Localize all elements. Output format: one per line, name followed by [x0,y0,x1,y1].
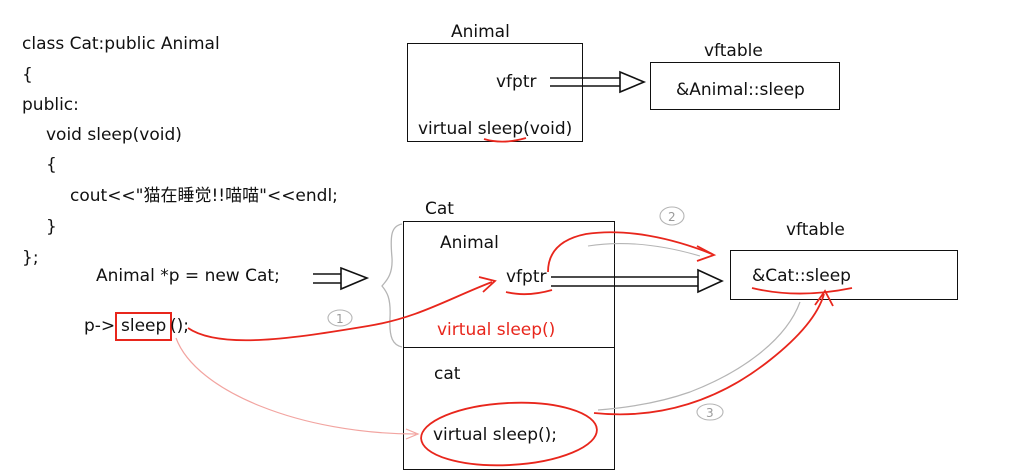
step-3-marker [696,403,724,421]
cat-vftable-title: vftable [786,220,845,240]
step-3-number: 3 [706,406,714,420]
step-1-arrow [187,281,493,342]
cat-derived-method: virtual sleep(); [433,425,558,445]
animal-vftable-box [650,62,840,110]
animal-vftable-title: vftable [704,41,763,61]
cat-object-divider [403,347,615,348]
step-2-number: 2 [668,210,676,224]
animal-method-suffix: (void) [523,119,573,139]
cat-vfptr-arrow [551,268,724,294]
code-line-public: public: [22,95,79,115]
step-1-number: 1 [336,312,344,326]
animal-object-title: Animal [451,22,510,42]
cat-vfptr-label: vfptr [506,267,547,287]
step-2-marker [659,206,685,226]
animal-vfptr-arrow [550,70,647,94]
code-line-cout: cout<<"猫在睡觉!!喵喵"<<endl; [70,186,338,206]
animal-part-brace [381,223,403,348]
animal-method-prefix: virtual [418,119,478,139]
cat-object-box [403,221,615,470]
code-line-class-close: }; [22,248,39,268]
pointer-declaration: Animal *p = new Cat; [96,266,280,286]
step-2-guide [587,243,701,257]
animal-vftable-entry: &Animal::sleep [676,80,805,100]
new-cat-arrow [313,266,370,291]
cat-sleep-underline [751,287,853,295]
cat-base-method: virtual sleep() [437,320,556,340]
step-3-arrow [593,293,825,416]
code-line-method-open: { [46,155,57,175]
step-1-marker [327,309,353,327]
cat-vfptr-underline [505,289,553,296]
animal-method-name: sleep [477,119,524,139]
cat-vftable-entry: &Cat::sleep [752,266,851,286]
cat-object-title: Cat [425,199,454,219]
step-2-arrow [547,231,713,273]
call-suffix: (); [170,316,189,336]
code-line-method-close: } [46,217,57,237]
code-line-class: class Cat:public Animal [22,34,220,54]
animal-method: virtual sleep(void) [418,119,572,139]
cat-derived-label: cat [434,364,461,384]
call-method-highlight: sleep [115,312,173,341]
animal-vfptr-label: vfptr [496,72,537,92]
code-line-method: void sleep(void) [46,125,182,145]
cat-vftable-box [730,250,958,300]
vftable-to-derived-guide [597,301,801,411]
animal-sleep-underline [483,137,527,143]
derived-method-circle [420,401,598,467]
code-line-open-brace: { [22,65,33,85]
call-prefix: p-> [84,316,116,336]
call-to-derived-link [175,337,417,435]
cat-base-label: Animal [440,233,499,253]
